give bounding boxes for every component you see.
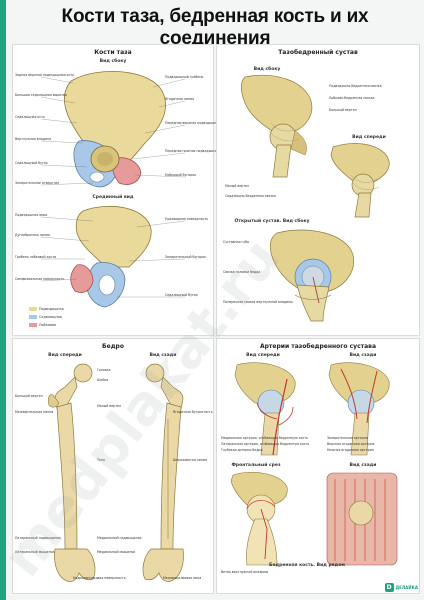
femur-back-view-label: Вид сзади	[149, 353, 177, 358]
art-back2-illustration	[326, 472, 398, 566]
label-pelvis-side-10: Передняя нижняя подвздошная ость	[165, 149, 228, 153]
label-femur-10: Медиальный надмыщелок	[97, 536, 142, 540]
label-femur-1: Головка	[97, 368, 111, 372]
accent-stripe	[0, 0, 6, 600]
label-femur-8: Шероховатая линия	[173, 458, 207, 462]
label-femur-7: Тело	[97, 458, 105, 462]
arteries-panel: Артерии тазобедренного сустава Вид спере…	[216, 338, 420, 594]
frontal-cut-view-label: Фронтальный срез	[231, 463, 281, 468]
legend-swatch-ilium	[29, 307, 37, 311]
head-view-label: Бедренная кость. Вид рядом	[269, 563, 345, 568]
legend-swatch-pubis	[29, 323, 37, 327]
label-femur-13: Надколенниковая поверхность	[73, 576, 126, 580]
label-pelvis-medial-3: Гребень лобковой кости	[15, 255, 57, 259]
legend-item-ilium: Подвздошная	[29, 307, 64, 311]
label-joint-6: Суставная губа	[223, 240, 250, 244]
label-pelvis-medial-2: Дугообразная линия	[15, 233, 50, 237]
label-artery-1: Медиальная артерия, огибающая бедренную …	[221, 436, 309, 440]
arteries-section-title: Артерии тазобедренного сустава	[259, 343, 377, 350]
label-pelvis-medial-5: Ушковидная поверхность	[165, 217, 209, 221]
label-femur-4: Малый вертел	[97, 404, 122, 408]
brand-logo: D ДЕЛАЙКА	[384, 583, 418, 592]
label-artery-4: Запирательная артерия	[327, 436, 368, 440]
label-femur-2: Шейка	[97, 378, 109, 382]
label-pelvis-side-2: Большая седалищная вырезка	[15, 93, 67, 97]
art-back-illustration	[328, 362, 390, 456]
label-artery-6: Нижняя ягодичная артерия	[327, 448, 374, 452]
logo-mark-icon: D	[384, 583, 394, 592]
label-femur-6: Ягодичная бугристость	[173, 410, 213, 414]
legend-label-ischium: Седалищная	[39, 315, 62, 319]
art-front-view-label: Вид спереди	[246, 353, 280, 358]
label-artery-2: Латеральная артерия, огибающая бедренную…	[221, 442, 310, 446]
label-femur-14: Межмыщелковая ямка	[163, 576, 202, 580]
label-joint-5: Седалищно-бедренная связка	[225, 194, 276, 198]
label-joint-2: Лобково-бедренная связка	[329, 96, 375, 100]
label-artery-3: Глубокая артерия бедра	[221, 448, 263, 452]
label-joint-1: Подвздошно-бедренная связка	[329, 84, 382, 88]
label-pelvis-side-7: Подвздошный гребень	[165, 75, 204, 79]
label-pelvis-side-6: Запирательное отверстие	[15, 181, 60, 185]
label-artery-7: Ветвь вертлужной впадины	[221, 570, 269, 574]
art-back2-view-label: Вид сзади	[349, 463, 377, 468]
label-pelvis-medial-4: Симфизиальная поверхность	[15, 277, 65, 281]
label-pelvis-medial-1: Подвздошная ямка	[15, 213, 48, 217]
joint-side-view-label: Вид сбоку	[253, 67, 281, 72]
art-front-illustration	[234, 362, 296, 456]
joint-front-illustration	[330, 143, 390, 218]
pelvis-side-illustration	[40, 71, 186, 188]
label-femur-11: Латеральный мыщелок	[15, 550, 55, 554]
label-artery-5: Верхняя ягодичная артерия	[327, 442, 375, 446]
hip-joint-section-title: Тазобедренный сустав	[278, 49, 358, 56]
label-pelvis-side-8: Ягодичная линия	[165, 97, 195, 101]
label-joint-4: Малый вертел	[225, 184, 250, 188]
label-pelvis-medial-7: Седалищный бугор	[165, 293, 198, 297]
label-pelvis-side-5: Седалищный бугор	[15, 161, 48, 165]
label-pelvis-side-1: Задняя верхняя подвздошная ость	[15, 73, 75, 77]
label-joint-7: Связка головки бедра	[223, 270, 261, 274]
femur-section-title: Бедро	[102, 343, 124, 350]
pelvis-medial-illustration	[40, 205, 186, 308]
femur-back-illustration	[142, 363, 184, 582]
femur-front-view-label: Вид спереди	[48, 353, 82, 358]
femur-front-illustration	[47, 363, 96, 582]
femur-panel: Бедро Вид спереди Вид сзади Головка Шейк…	[12, 338, 214, 594]
label-joint-8: Поперечная связка вертлужной впадины	[223, 300, 293, 304]
label-pelvis-side-11: Лобковый бугорок	[165, 173, 197, 177]
legend-item-pubis: Лобковая	[29, 323, 56, 327]
frontal-cut-illustration	[230, 472, 288, 566]
joint-open-view-label: Открытый сустав. Вид сбоку	[234, 219, 310, 224]
hip-joint-panel: Тазобедренный сустав Вид сбоку Вид спере…	[216, 44, 420, 336]
label-femur-5: Межвертельная линия	[15, 410, 54, 414]
legend-label-ilium: Подвздошная	[39, 307, 64, 311]
label-pelvis-side-9: Передняя верхняя подвздошная ость	[165, 121, 229, 125]
pelvis-side-view-label: Вид сбоку	[99, 59, 127, 64]
label-joint-3: Большой вертел	[329, 108, 357, 112]
label-femur-9: Латеральный надмыщелок	[15, 536, 61, 540]
pelvis-medial-view-label: Срединный вид	[92, 195, 134, 200]
poster-title: Кости таза, бедренная кость и их соедине…	[61, 6, 369, 49]
joint-front-view-label: Вид спереди	[352, 135, 386, 140]
label-femur-12: Медиальный мыщелок	[97, 550, 136, 554]
joint-open-illustration	[269, 229, 355, 322]
joint-side-illustration	[240, 74, 313, 178]
label-pelvis-side-4: Вертлужная впадина	[15, 137, 52, 141]
pelvis-panel: Кости таза Вид сбоку Задняя верхняя подв…	[12, 44, 228, 336]
legend-item-ischium: Седалищная	[29, 315, 62, 319]
art-back-view-label: Вид сзади	[349, 353, 377, 358]
label-pelvis-side-3: Седалищная ость	[15, 115, 45, 119]
label-femur-3: Большой вертел	[15, 394, 43, 398]
legend-label-pubis: Лобковая	[39, 323, 56, 327]
logo-text: ДЕЛАЙКА	[395, 585, 418, 590]
pelvis-section-title: Кости таза	[94, 49, 132, 56]
label-pelvis-medial-6: Запирательный бугорок	[165, 255, 206, 259]
legend-swatch-ischium	[29, 315, 37, 319]
